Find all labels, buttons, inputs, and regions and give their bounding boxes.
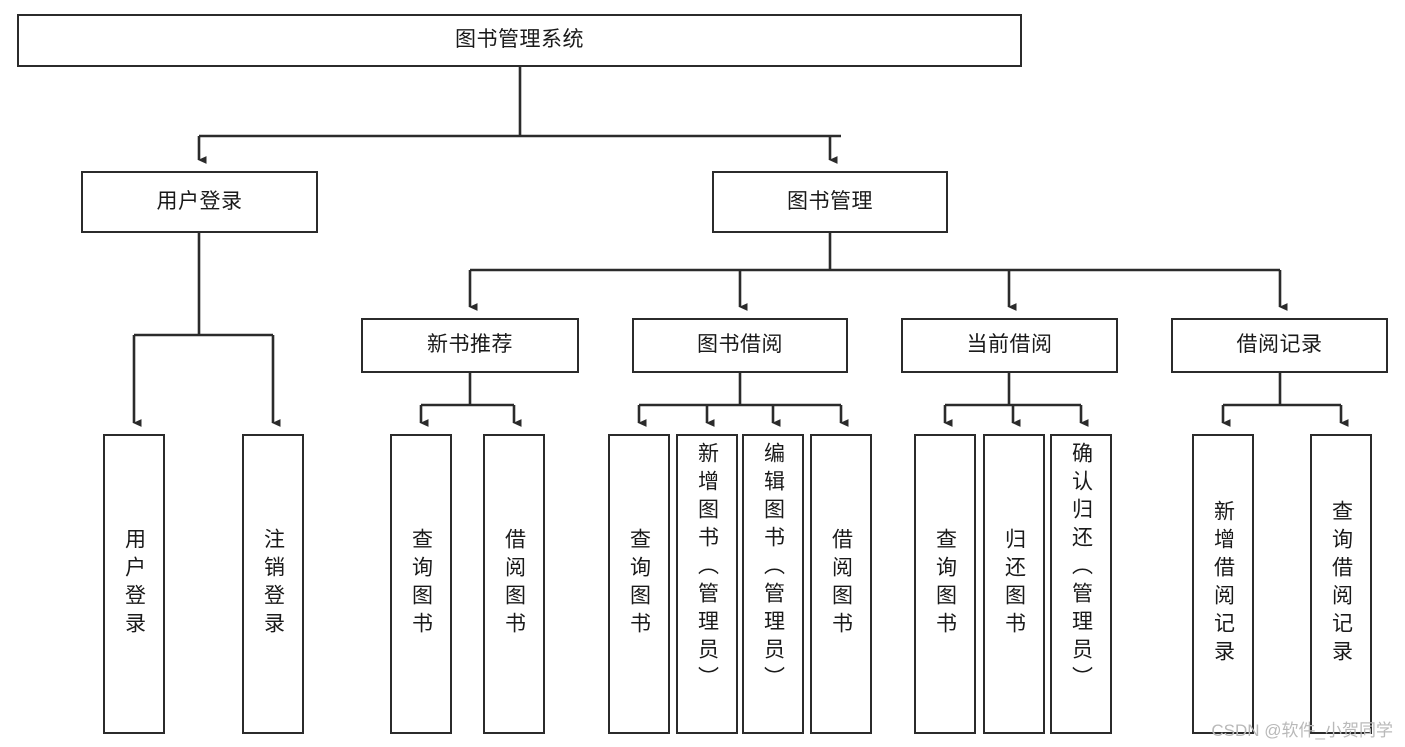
node-new-book-rec-label: 新书推荐 — [427, 333, 513, 357]
node-leaf-user-login-label: 用户登录 — [122, 528, 146, 640]
node-leaf-borrow-book-1-label: 借阅图书 — [502, 528, 526, 640]
node-leaf-query-book-1[interactable]: 查询图书 — [390, 434, 452, 734]
node-leaf-query-record-label: 查询借阅记录 — [1329, 500, 1353, 668]
edges-newbook-to-leaves — [419, 373, 522, 427]
node-user-login-label: 用户登录 — [156, 189, 243, 213]
node-leaf-confirm-return-label: 确认归还（管理员） — [1069, 442, 1093, 694]
node-current-borrow-label: 当前借阅 — [966, 333, 1053, 357]
node-current-borrow[interactable]: 当前借阅 — [901, 318, 1118, 373]
edges-currentborrow-to-leaves — [943, 373, 1089, 427]
edges-userlogin-to-leaves — [132, 233, 281, 427]
node-leaf-add-record[interactable]: 新增借阅记录 — [1192, 434, 1254, 734]
node-borrow-record-label: 借阅记录 — [1236, 333, 1323, 357]
node-book-manage[interactable]: 图书管理 — [712, 171, 948, 233]
node-leaf-add-book-label: 新增图书（管理员） — [695, 442, 719, 694]
node-leaf-query-book-3-label: 查询图书 — [933, 528, 957, 640]
edges-root-to-level2 — [197, 67, 841, 164]
node-leaf-user-login[interactable]: 用户登录 — [103, 434, 165, 734]
node-leaf-query-book-2-label: 查询图书 — [627, 528, 651, 640]
node-leaf-add-book[interactable]: 新增图书（管理员） — [676, 434, 738, 734]
node-leaf-confirm-return[interactable]: 确认归还（管理员） — [1050, 434, 1112, 734]
node-leaf-query-book-3[interactable]: 查询图书 — [914, 434, 976, 734]
node-user-login[interactable]: 用户登录 — [81, 171, 318, 233]
node-leaf-query-book-1-label: 查询图书 — [409, 528, 433, 640]
node-leaf-borrow-book-2[interactable]: 借阅图书 — [810, 434, 872, 734]
node-book-manage-label: 图书管理 — [787, 189, 873, 213]
node-new-book-rec[interactable]: 新书推荐 — [361, 318, 579, 373]
edges-borrowrecord-to-leaves — [1221, 373, 1349, 427]
edges-bookborrow-to-leaves — [637, 373, 849, 427]
node-book-borrow-label: 图书借阅 — [697, 333, 783, 357]
edges-booksmanage-to-level3 — [468, 233, 1288, 311]
node-leaf-edit-book[interactable]: 编辑图书（管理员） — [742, 434, 804, 734]
node-leaf-borrow-book-2-label: 借阅图书 — [829, 528, 853, 640]
node-root-system[interactable]: 图书管理系统 — [17, 14, 1022, 67]
node-leaf-add-record-label: 新增借阅记录 — [1211, 500, 1235, 668]
node-borrow-record[interactable]: 借阅记录 — [1171, 318, 1388, 373]
node-leaf-query-book-2[interactable]: 查询图书 — [608, 434, 670, 734]
node-leaf-return-book-label: 归还图书 — [1002, 528, 1026, 640]
node-leaf-edit-book-label: 编辑图书（管理员） — [761, 442, 785, 694]
node-root-label: 图书管理系统 — [455, 28, 584, 52]
node-book-borrow[interactable]: 图书借阅 — [632, 318, 848, 373]
node-leaf-user-logout-label: 注销登录 — [261, 528, 285, 640]
node-leaf-borrow-book-1[interactable]: 借阅图书 — [483, 434, 545, 734]
node-leaf-user-logout[interactable]: 注销登录 — [242, 434, 304, 734]
node-leaf-query-record[interactable]: 查询借阅记录 — [1310, 434, 1372, 734]
node-leaf-return-book[interactable]: 归还图书 — [983, 434, 1045, 734]
csdn-watermark: CSDN @软件_小贺同学 — [1211, 721, 1393, 740]
